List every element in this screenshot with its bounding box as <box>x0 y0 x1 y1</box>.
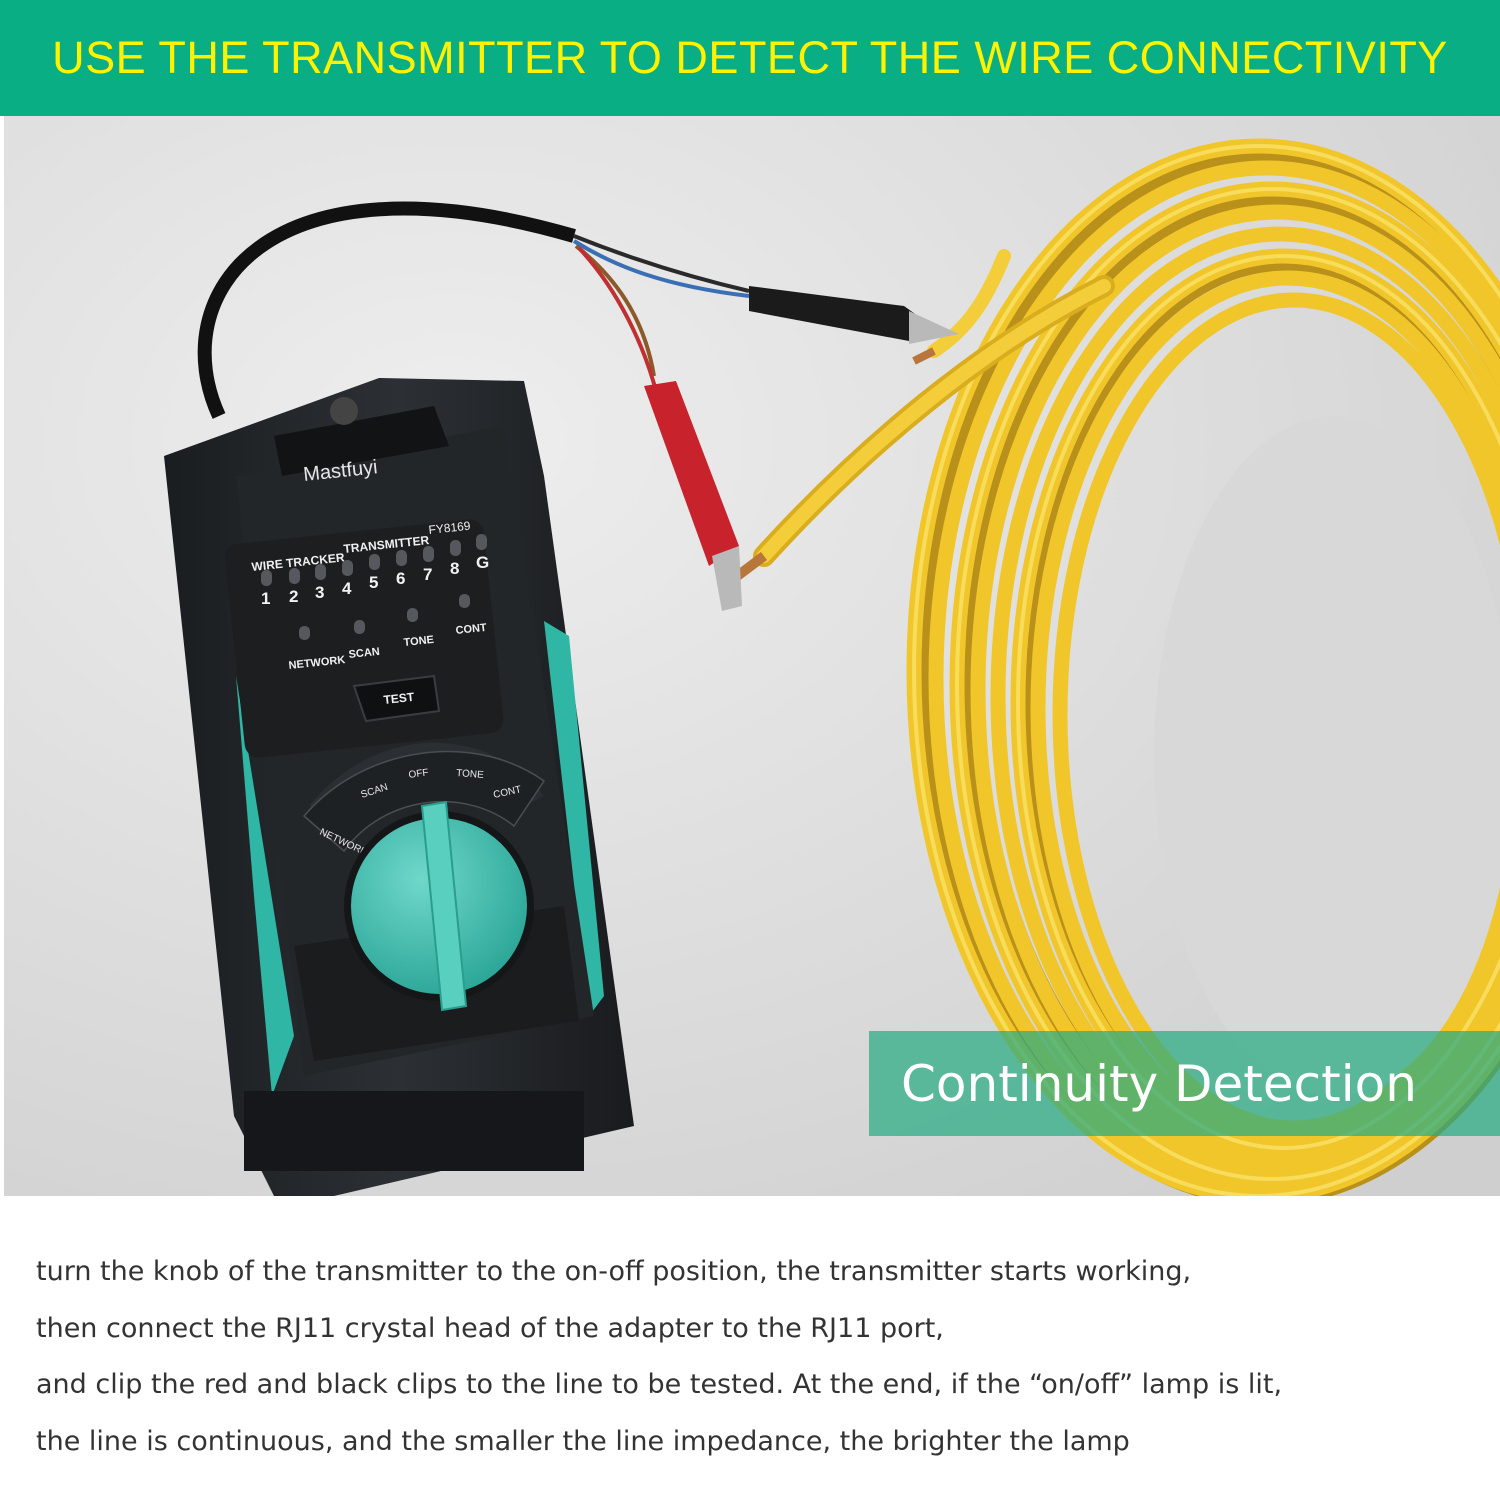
led-5-label: 5 <box>369 573 378 592</box>
led-g-label: G <box>476 553 489 572</box>
product-photo: Mastfuyi WIRE TRACKER TRANSMITTER FY8169… <box>4 116 1500 1196</box>
led-5-light <box>369 554 380 570</box>
rotary-knob[interactable] <box>344 800 534 1012</box>
description-line-1: turn the knob of the transmitter to the … <box>36 1256 1192 1287</box>
mode-led-scan-light <box>354 620 365 634</box>
led-2-light <box>289 568 300 584</box>
led-1-light <box>261 570 272 586</box>
description-text: turn the knob of the transmitter to the … <box>36 1244 1476 1470</box>
test-button[interactable]: TEST <box>352 674 441 723</box>
led-7-light <box>423 546 434 562</box>
header-banner: USE THE TRANSMITTER TO DETECT THE WIRE C… <box>0 0 1500 116</box>
description-line-2: then connect the RJ11 crystal head of th… <box>36 1312 944 1344</box>
mode-led-cont-label: CONT <box>455 622 488 637</box>
led-1-label: 1 <box>261 589 270 608</box>
description-line-4: the line is continuous, and the smaller … <box>36 1425 1130 1457</box>
led-4-label: 4 <box>342 579 352 598</box>
yellow-cable-coil <box>906 138 1500 1196</box>
black-clip <box>749 286 959 344</box>
led-8-label: 8 <box>450 559 459 578</box>
continuity-detection-overlay: Continuity Detection <box>869 1031 1500 1136</box>
led-4-light <box>342 560 353 576</box>
device-model: FY8169 <box>428 519 472 537</box>
description-line-3: and clip the red and black clips to the … <box>36 1369 1283 1400</box>
mode-led-scan-label: SCAN <box>348 646 380 661</box>
mode-led-cont-light <box>459 594 470 608</box>
dial-off-label: OFF <box>408 767 429 781</box>
test-lead-cable <box>197 201 750 419</box>
dial-mode-arc <box>302 750 546 853</box>
test-button-label: TEST <box>383 690 416 707</box>
mode-led-tone-light <box>407 608 418 622</box>
led-7-label: 7 <box>423 565 432 584</box>
led-g-light <box>476 534 487 550</box>
yellow-test-wire <box>721 249 1115 590</box>
mode-led-network-light <box>299 626 310 640</box>
led-6-label: 6 <box>396 569 405 588</box>
led-3-light <box>315 564 326 580</box>
red-clip <box>644 381 742 611</box>
led-2-label: 2 <box>289 587 298 606</box>
overlay-label: Continuity Detection <box>901 1054 1417 1113</box>
led-8-light <box>450 540 461 556</box>
banner-title: USE THE TRANSMITTER TO DETECT THE WIRE C… <box>52 32 1448 83</box>
dial-tone-label: TONE <box>456 768 485 781</box>
led-6-light <box>396 550 407 566</box>
mode-led-tone-label: TONE <box>403 634 434 649</box>
mode-led-network-label: NETWORK <box>288 654 346 672</box>
led-3-label: 3 <box>315 583 324 602</box>
